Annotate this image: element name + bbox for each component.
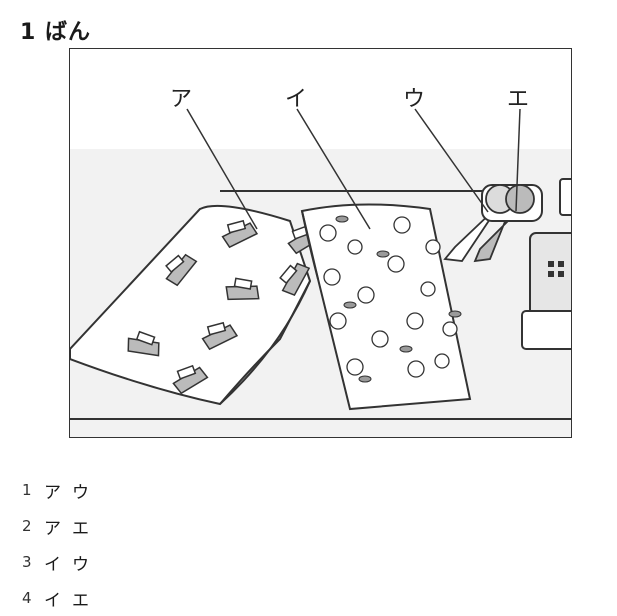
illustration-drawing <box>70 108 571 437</box>
option-1[interactable]: 1 ア ウ <box>22 472 100 508</box>
label-a: ア <box>170 87 193 112</box>
option-first: イ <box>44 554 61 575</box>
answer-options: 1 ア ウ 2 ア エ 3 イ ウ 4 イ エ <box>22 472 100 616</box>
option-second: ウ <box>72 482 89 503</box>
option-number: 4 <box>22 589 32 607</box>
label-e: エ <box>507 87 530 112</box>
option-number: 2 <box>22 517 32 535</box>
pointer-lines <box>186 108 521 230</box>
cash-register <box>521 178 571 350</box>
option-second: ウ <box>72 554 89 575</box>
option-first: イ <box>44 590 61 611</box>
option-first: ア <box>44 518 61 539</box>
option-2[interactable]: 2 ア エ <box>22 508 100 544</box>
label-i: イ <box>285 87 308 112</box>
option-first: ア <box>44 482 61 503</box>
option-second: エ <box>72 590 89 611</box>
flower-cloth <box>300 203 472 411</box>
option-3[interactable]: 3 イ ウ <box>22 544 100 580</box>
option-second: エ <box>72 518 89 539</box>
illustration: ア イ ウ エ <box>69 48 572 438</box>
ribbons <box>443 184 543 263</box>
option-number: 3 <box>22 553 32 571</box>
option-4[interactable]: 4 イ エ <box>22 580 100 616</box>
option-number: 1 <box>22 481 32 499</box>
question-title: 1 ばん <box>20 20 91 45</box>
label-u: ウ <box>403 87 426 112</box>
